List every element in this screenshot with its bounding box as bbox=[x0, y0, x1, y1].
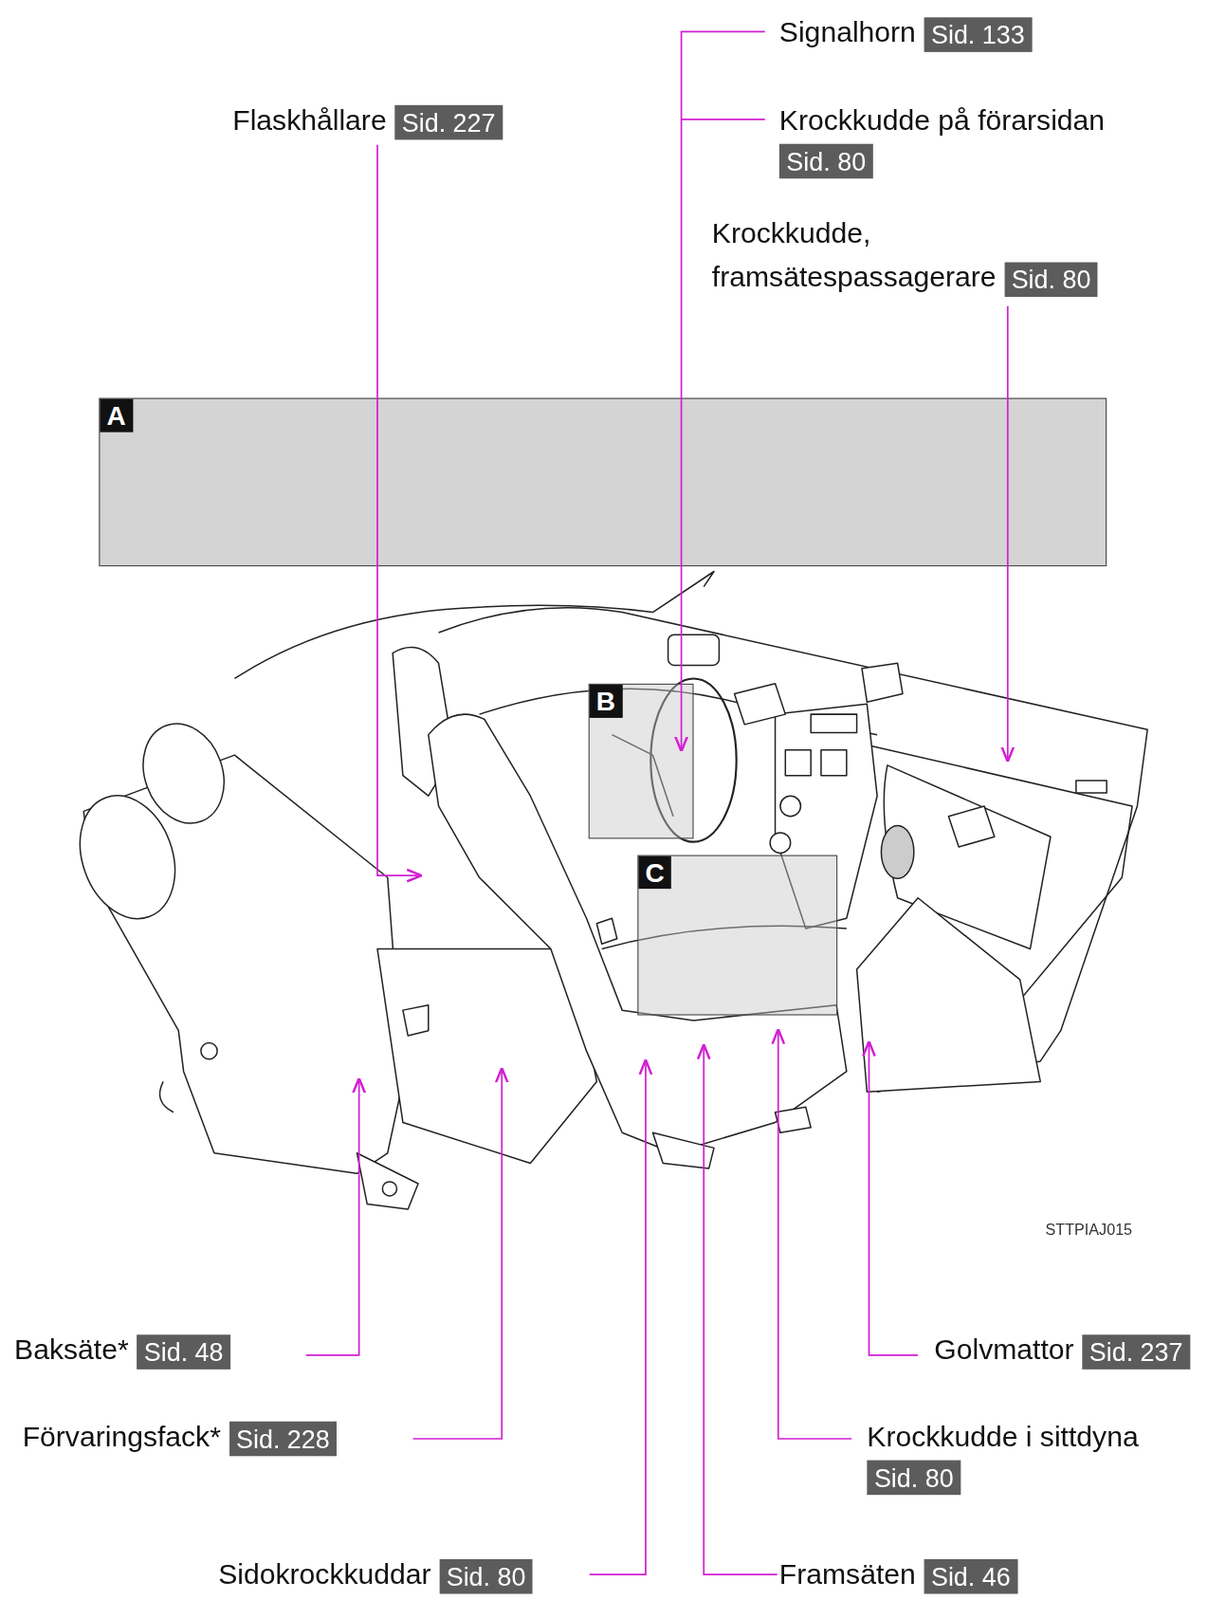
seat-latch bbox=[596, 917, 618, 944]
callout-label: Krockkudde på förarsidanSid. 80 bbox=[779, 97, 1105, 179]
part-name: Signalhorn bbox=[779, 16, 916, 48]
seat-rail bbox=[652, 1132, 714, 1169]
vent bbox=[785, 750, 811, 776]
part-name: Krockkudde på förarsidan bbox=[779, 104, 1105, 136]
inset-panel: B bbox=[588, 683, 695, 840]
part-name: Förvaringsfack* bbox=[22, 1420, 221, 1452]
page-reference: Sid. 228 bbox=[229, 1420, 338, 1456]
page-reference: Sid. 237 bbox=[1081, 1334, 1190, 1370]
leader-line bbox=[1006, 306, 1009, 761]
leader-line bbox=[778, 1030, 852, 1439]
knob bbox=[769, 832, 791, 854]
inset-panel: C bbox=[637, 855, 838, 1016]
callout-label: SignalhornSid. 133 bbox=[779, 10, 1032, 55]
seat-lever bbox=[775, 1106, 812, 1133]
seat-bracket bbox=[356, 1152, 419, 1209]
part-name: Flaskhållare bbox=[232, 104, 386, 136]
vent-small bbox=[1076, 780, 1107, 793]
callout-label: Krockkudde, framsätespassagerareSid. 80 bbox=[712, 211, 1161, 300]
page-reference: Sid. 227 bbox=[394, 104, 503, 140]
callout-label: Krockkudde i sittdynaSid. 80 bbox=[866, 1413, 1138, 1495]
callout-label: FramsätenSid. 46 bbox=[779, 1551, 1018, 1595]
part-name: Baksäte* bbox=[14, 1333, 129, 1365]
page-reference: Sid. 46 bbox=[923, 1558, 1018, 1594]
part-name: Framsäten bbox=[779, 1557, 916, 1590]
leader-line bbox=[681, 118, 766, 121]
console-slot bbox=[810, 713, 857, 732]
callout-label: GolvmattorSid. 237 bbox=[933, 1327, 1190, 1372]
leader-line bbox=[681, 31, 766, 750]
page-reference: Sid. 80 bbox=[779, 144, 874, 180]
speaker bbox=[880, 824, 914, 879]
leader-line bbox=[703, 1045, 777, 1574]
page-reference: Sid. 48 bbox=[136, 1334, 231, 1370]
belt-buckle bbox=[402, 1005, 429, 1036]
panel-letter: A bbox=[99, 399, 132, 432]
seat-bolt bbox=[382, 1181, 397, 1196]
headrest bbox=[129, 712, 238, 835]
part-name: Golvmattor bbox=[933, 1333, 1074, 1365]
part-name: Krockkudde, framsätespassagerare bbox=[712, 217, 997, 293]
callout-label: FlaskhållareSid. 227 bbox=[232, 97, 503, 142]
page-reference: Sid. 80 bbox=[439, 1558, 533, 1594]
leader-line bbox=[589, 1061, 646, 1574]
page-reference: Sid. 80 bbox=[1004, 261, 1098, 297]
panel-letter: C bbox=[638, 856, 671, 889]
part-name: Krockkudde i sittdyna bbox=[866, 1420, 1138, 1452]
callout-label: Baksäte*Sid. 48 bbox=[14, 1327, 231, 1372]
page-reference: Sid. 80 bbox=[866, 1460, 961, 1496]
callout-label: Förvaringsfack*Sid. 228 bbox=[22, 1413, 338, 1458]
seat-bolt bbox=[201, 1043, 218, 1060]
leader-line bbox=[306, 1079, 360, 1355]
vent bbox=[821, 750, 847, 776]
part-name: Sidokrockkuddar bbox=[218, 1557, 431, 1590]
leader-line bbox=[413, 1069, 503, 1439]
callout-label: SidokrockkuddarSid. 80 bbox=[218, 1551, 533, 1595]
vent-right bbox=[948, 805, 994, 847]
panel-letter: B bbox=[589, 684, 623, 717]
floor-passenger bbox=[857, 897, 1042, 1092]
leader-line bbox=[377, 145, 421, 876]
instrument-pod bbox=[861, 662, 903, 702]
page-reference: Sid. 133 bbox=[923, 17, 1032, 53]
seat-hook bbox=[160, 1080, 174, 1112]
instrument bbox=[734, 683, 787, 725]
leader-line bbox=[869, 1043, 919, 1355]
inset-panel: A bbox=[98, 398, 1107, 568]
figure-code: STTPIAJ015 bbox=[1045, 1220, 1133, 1238]
mirror bbox=[668, 634, 720, 665]
knob bbox=[780, 795, 802, 817]
